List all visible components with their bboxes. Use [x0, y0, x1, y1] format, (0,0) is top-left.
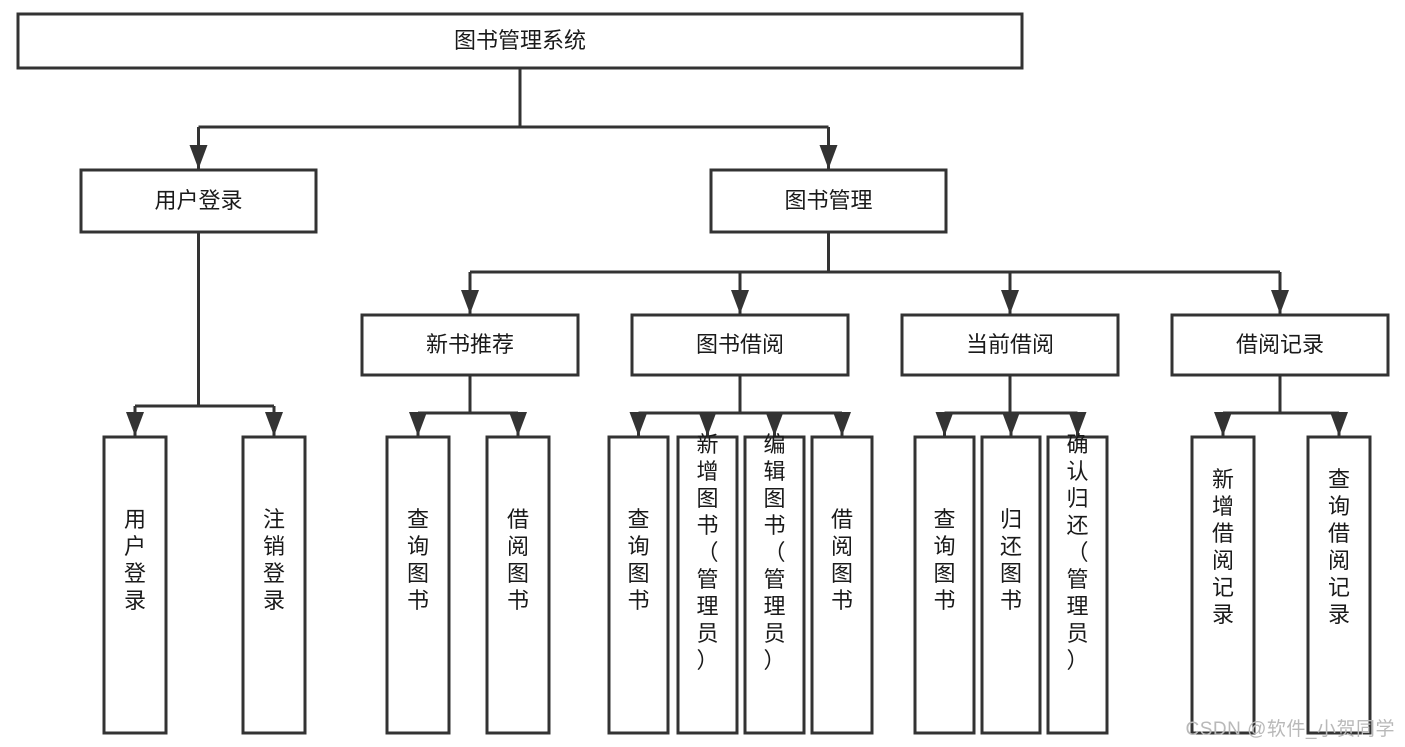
leaf-node[interactable]: 编辑图书（管理员）: [743, 432, 806, 735]
level3-node[interactable]: 新书推荐: [360, 313, 580, 377]
leaf-node[interactable]: 新增图书（管理员）: [676, 432, 739, 735]
leaf-label: 新增借阅记录: [1212, 467, 1234, 627]
arrow-head-icon: [731, 290, 749, 314]
leaf-label: 借阅图书: [507, 507, 529, 613]
arrow-head-icon: [1002, 412, 1020, 436]
level2-label: 图书管理: [784, 188, 872, 213]
level2-box[interactable]: [709, 168, 948, 234]
leaf-box[interactable]: [980, 435, 1042, 735]
arrow-head-icon: [1001, 290, 1019, 314]
leaf-node[interactable]: 注销登录: [241, 435, 307, 735]
leaf-node[interactable]: 归还图书: [980, 435, 1042, 735]
leaf-label: 归还图书: [1000, 507, 1022, 613]
arrow-head-icon: [265, 412, 283, 436]
level3-node[interactable]: 当前借阅: [900, 313, 1120, 377]
arrow-head-icon: [1214, 412, 1232, 436]
arrow-head-icon: [1068, 412, 1087, 436]
node-boxes: 图书管理系统用户登录图书管理新书推荐图书借阅当前借阅借阅记录用户登录注销登录查询…: [16, 12, 1390, 735]
leaf-label: 查询图书: [933, 507, 955, 613]
arrow-head-icon: [819, 145, 838, 169]
leaf-node[interactable]: 借阅图书: [810, 435, 874, 735]
level3-box[interactable]: [630, 313, 850, 377]
leaf-label: 查询图书: [407, 507, 429, 613]
leaf-box[interactable]: [1046, 435, 1109, 735]
arrow-head-icon: [509, 412, 527, 436]
arrow-head-icon: [698, 412, 717, 436]
leaf-label: 查询借阅记录: [1328, 467, 1350, 627]
arrow-head-icon: [1330, 412, 1348, 436]
leaf-node[interactable]: 查询借阅记录: [1306, 435, 1372, 735]
root-node[interactable]: 图书管理系统: [16, 12, 1024, 70]
level2-label: 用户登录: [154, 188, 242, 213]
leaf-label: 借阅图书: [831, 507, 853, 613]
leaf-box[interactable]: [676, 435, 739, 735]
level3-label: 新书推荐: [426, 332, 514, 357]
connector-lines: [126, 68, 1348, 436]
leaf-node[interactable]: 查询图书: [385, 435, 451, 735]
leaf-box[interactable]: [241, 435, 307, 735]
level3-box[interactable]: [360, 313, 580, 377]
leaf-label: 用户登录: [124, 507, 146, 613]
arrow-head-icon: [629, 412, 648, 436]
leaf-node[interactable]: 确认归还（管理员）: [1046, 432, 1109, 735]
leaf-node[interactable]: 查询图书: [913, 435, 976, 735]
arrow-head-icon: [1271, 290, 1289, 314]
level3-label: 当前借阅: [966, 332, 1054, 357]
leaf-box[interactable]: [102, 435, 168, 735]
level3-label: 借阅记录: [1236, 332, 1324, 357]
root-box[interactable]: [16, 12, 1024, 70]
arrow-head-icon: [461, 290, 479, 314]
level3-label: 图书借阅: [696, 332, 784, 357]
root-label: 图书管理系统: [454, 28, 586, 53]
leaf-box[interactable]: [607, 435, 670, 735]
level3-box[interactable]: [1170, 313, 1390, 377]
leaf-node[interactable]: 借阅图书: [485, 435, 551, 735]
leaf-label: 查询图书: [627, 507, 649, 613]
leaf-box[interactable]: [913, 435, 976, 735]
leaf-label: 确认归还（管理员）: [1066, 432, 1088, 673]
arrow-head-icon: [409, 412, 427, 436]
level2-node[interactable]: 图书管理: [709, 168, 948, 234]
level3-box[interactable]: [900, 313, 1120, 377]
level3-node[interactable]: 借阅记录: [1170, 313, 1390, 377]
leaf-box[interactable]: [810, 435, 874, 735]
leaf-label: 编辑图书（管理员）: [763, 432, 785, 673]
leaf-node[interactable]: 新增借阅记录: [1190, 435, 1256, 735]
leaf-box[interactable]: [385, 435, 451, 735]
arrow-head-icon: [765, 412, 784, 436]
leaf-label: 新增图书（管理员）: [696, 432, 718, 673]
leaf-node[interactable]: 用户登录: [102, 435, 168, 735]
arrow-head-icon: [935, 412, 954, 436]
leaf-box[interactable]: [485, 435, 551, 735]
arrow-head-icon: [189, 145, 208, 169]
leaf-box[interactable]: [1306, 435, 1372, 735]
leaf-box[interactable]: [1190, 435, 1256, 735]
level2-node[interactable]: 用户登录: [79, 168, 318, 234]
leaf-label: 注销登录: [263, 507, 285, 613]
leaf-box[interactable]: [743, 435, 806, 735]
arrow-head-icon: [833, 412, 851, 436]
level2-box[interactable]: [79, 168, 318, 234]
arrow-head-icon: [126, 412, 144, 436]
level3-node[interactable]: 图书借阅: [630, 313, 850, 377]
leaf-node[interactable]: 查询图书: [607, 435, 670, 735]
